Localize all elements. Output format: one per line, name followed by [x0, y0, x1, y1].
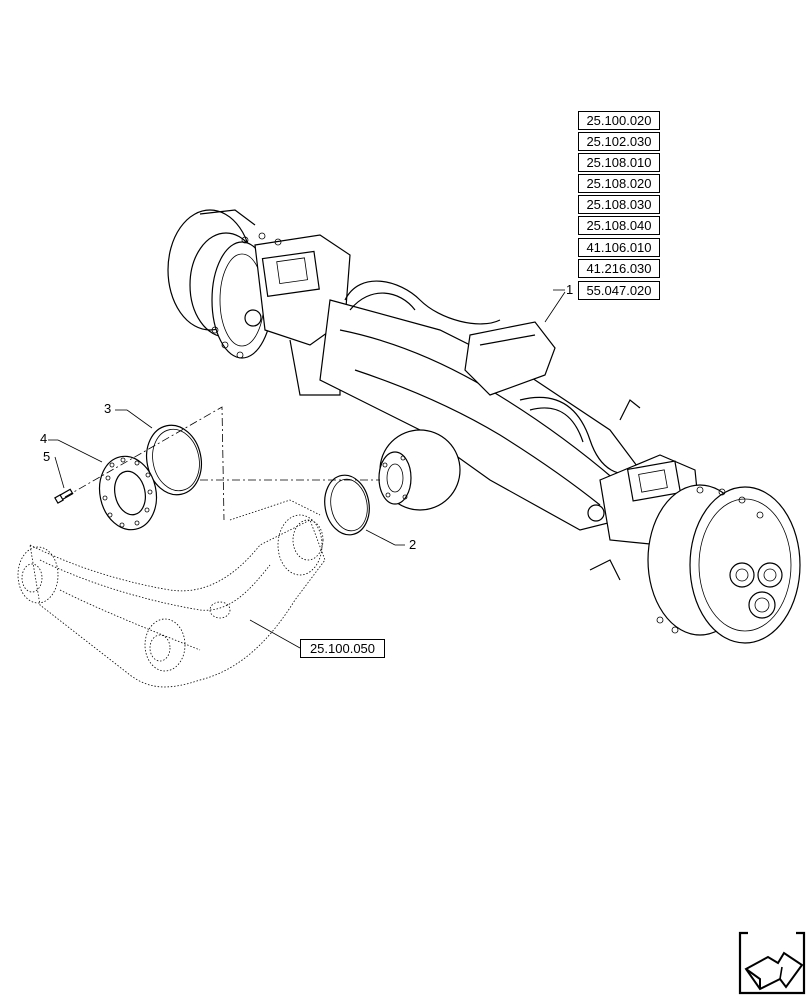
callout-5: 5 — [43, 449, 51, 464]
callout-2: 2 — [409, 537, 417, 552]
swing-arm-dotted — [17, 499, 326, 688]
callout-4: 4 — [40, 431, 48, 446]
next-page-arrow-icon — [738, 931, 806, 995]
assembly-centre-line — [64, 406, 225, 521]
reference-box[interactable]: 25.108.040 — [578, 216, 660, 235]
flange-plate-4 — [98, 455, 158, 531]
next-page-button[interactable] — [738, 931, 806, 995]
swing-arm-reference-box[interactable]: 25.100.050 — [300, 639, 385, 658]
reference-box[interactable]: 25.108.010 — [578, 153, 660, 172]
reference-box[interactable]: 25.108.020 — [578, 174, 660, 193]
reference-box[interactable]: 25.100.020 — [578, 111, 660, 130]
callout-leaders — [48, 289, 566, 649]
reference-box[interactable]: 41.216.030 — [578, 259, 660, 278]
o-ring-2 — [324, 474, 370, 536]
callout-3: 3 — [104, 401, 112, 416]
reference-box[interactable]: 25.102.030 — [578, 132, 660, 151]
o-ring-3 — [146, 424, 202, 496]
reference-box[interactable]: 25.108.030 — [578, 195, 660, 214]
reference-box[interactable]: 55.047.020 — [578, 281, 660, 300]
bolt-5 — [54, 488, 74, 504]
callout-1: 1 — [566, 282, 574, 297]
reference-box[interactable]: 41.106.010 — [578, 238, 660, 257]
front-axle-assembly — [167, 209, 801, 644]
